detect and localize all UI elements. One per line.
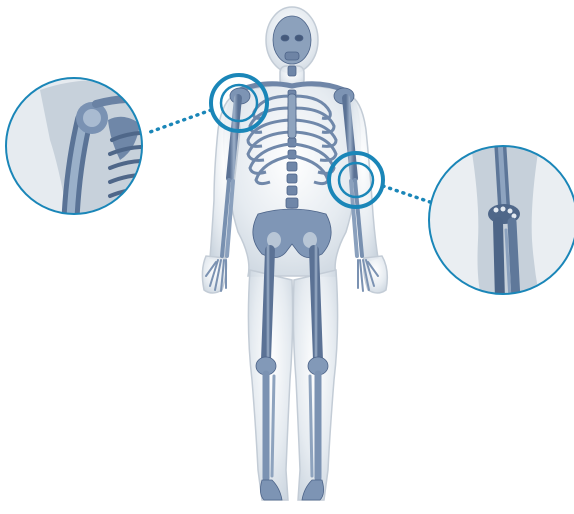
elbow-connector	[383, 186, 430, 202]
elbow-zoom-callout	[420, 140, 574, 310]
shoulder-zoom-callout	[0, 70, 160, 230]
shoulder-connector	[150, 110, 211, 132]
body-silhouette	[202, 7, 387, 500]
